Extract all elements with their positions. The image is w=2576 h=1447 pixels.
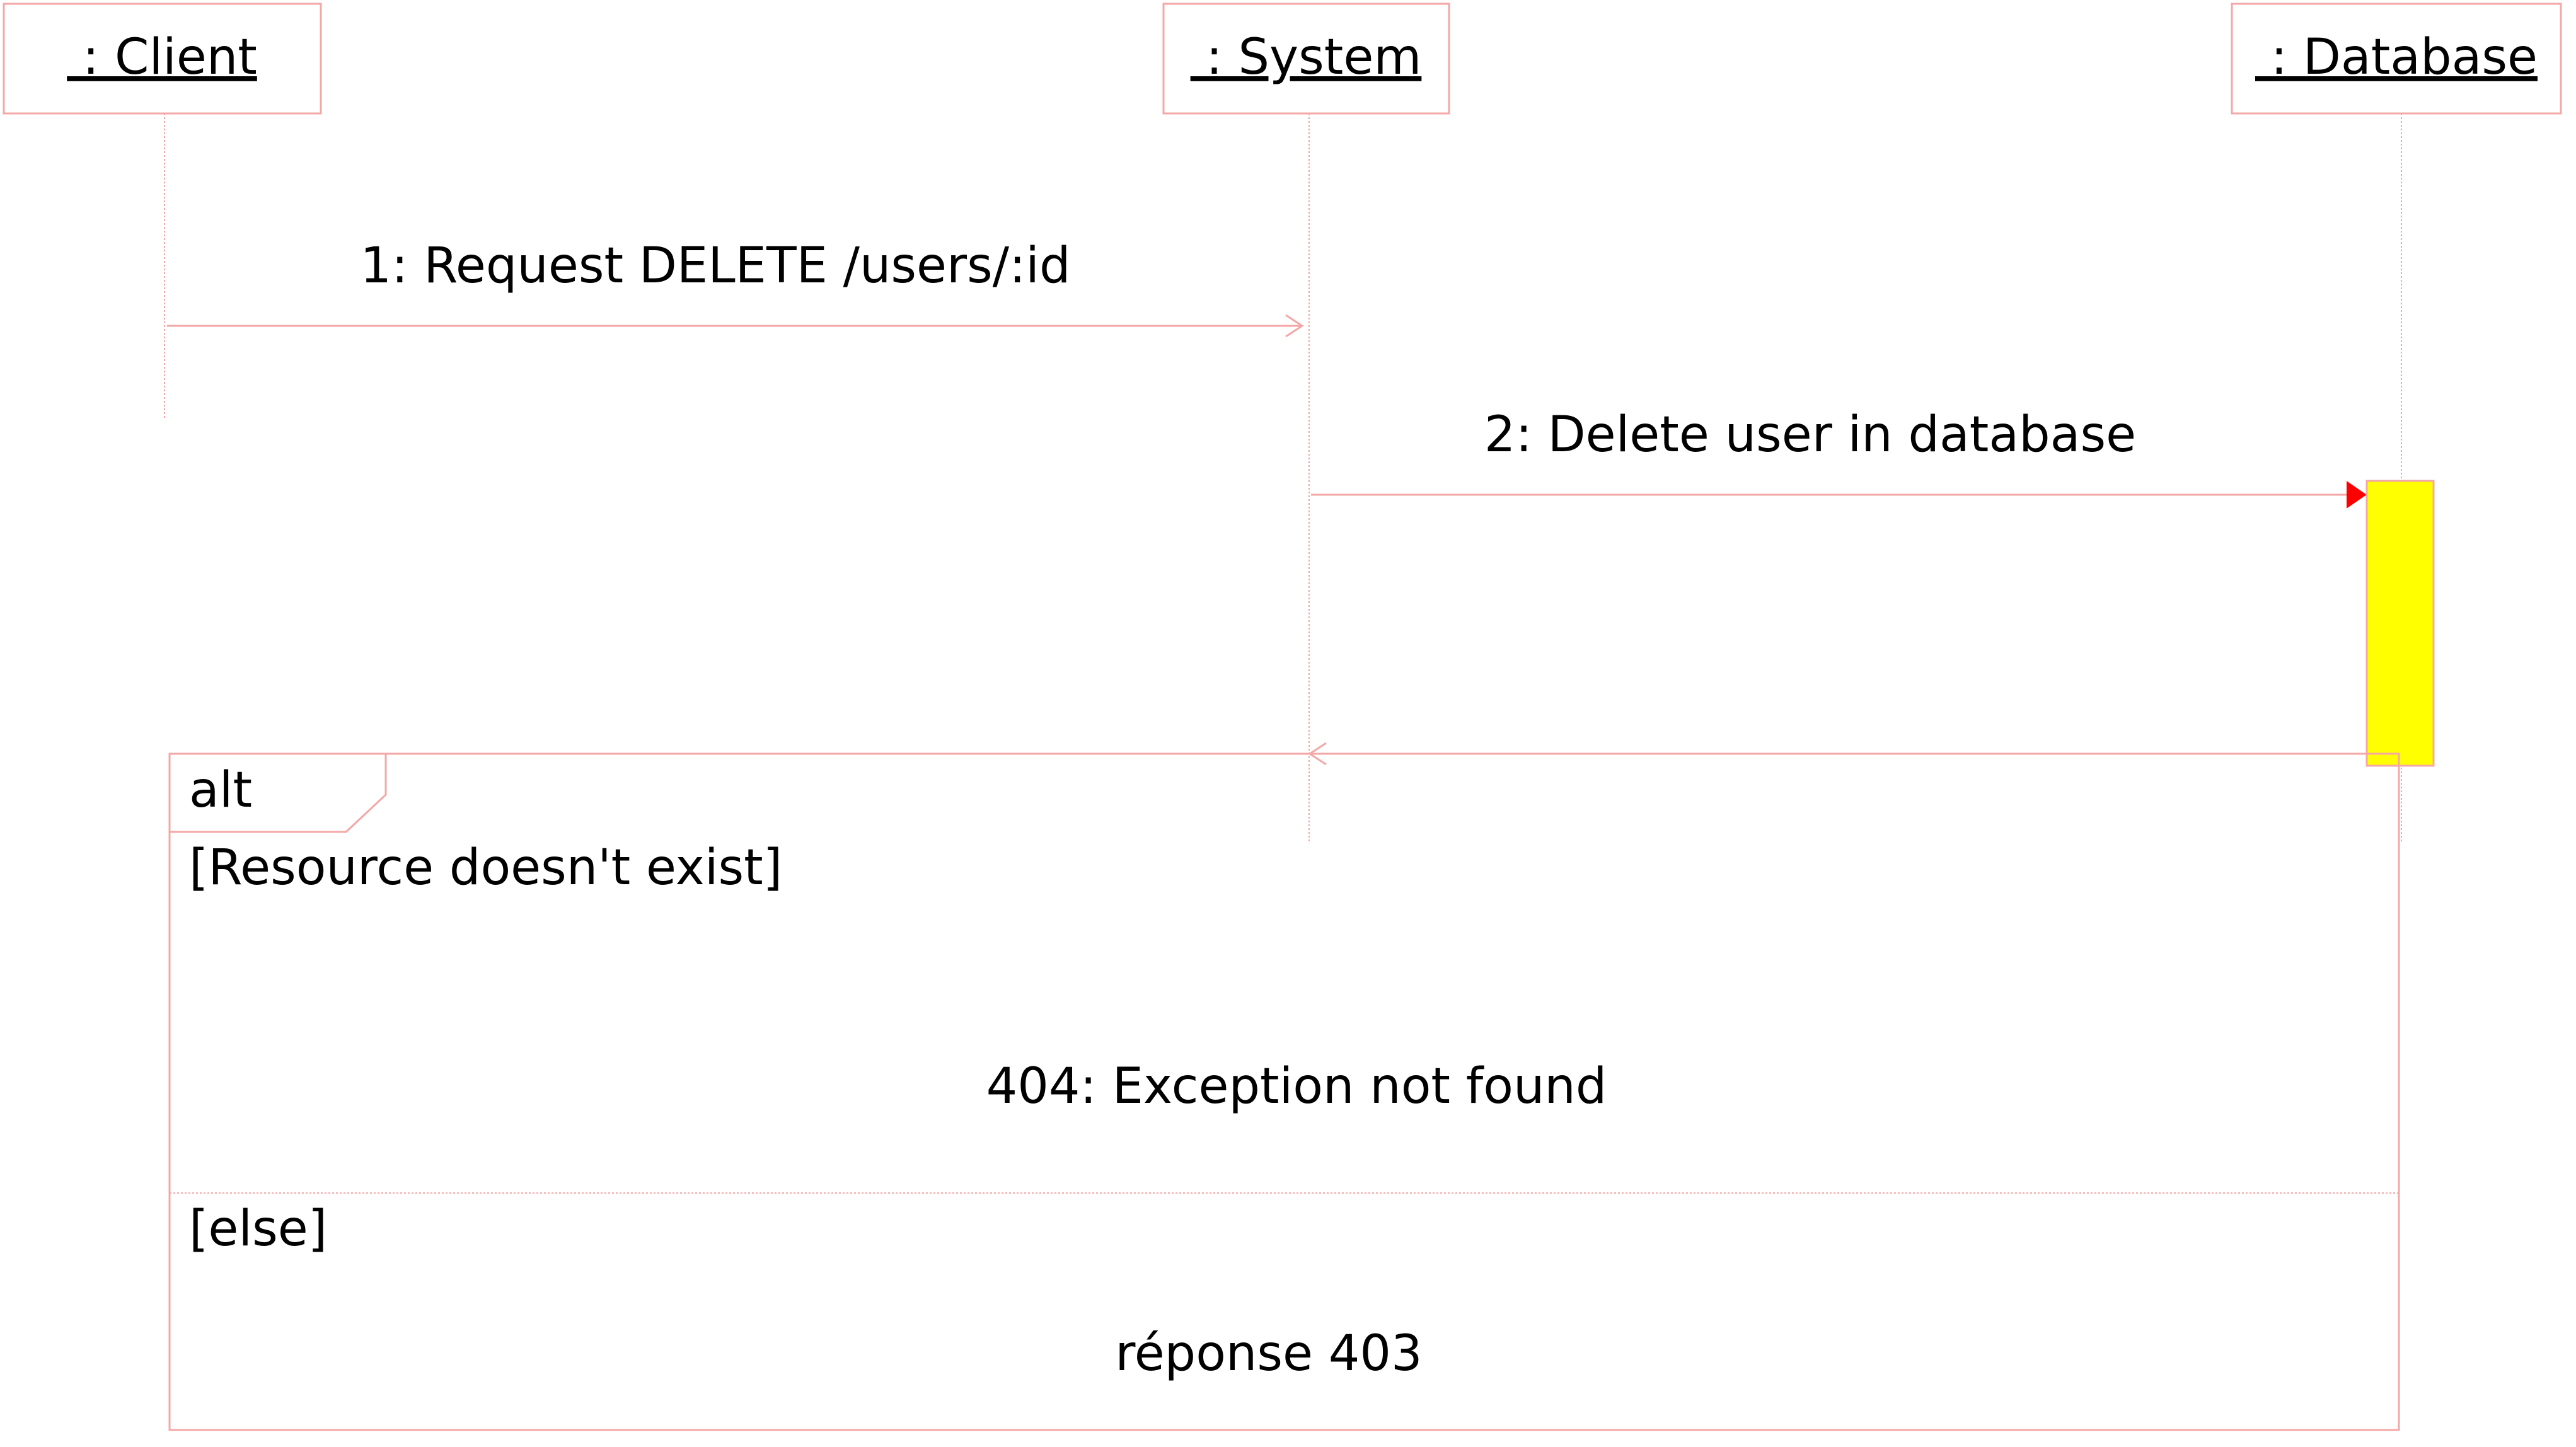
lifeline-client-label: : Client [67, 29, 257, 86]
lifeline-database-head [2231, 3, 2562, 115]
message-2-label: 2: Delete user in database [1484, 406, 2136, 463]
message-1-label: 1: Request DELETE /users/:id [361, 238, 1071, 294]
alt-operand-1-message: 404: Exception not found [986, 1058, 1607, 1115]
message-2-filled-arrowhead [2347, 481, 2367, 509]
alt-guard-2: [else] [189, 1201, 327, 1257]
lifeline-database[interactable]: : Database [2231, 3, 2562, 843]
alt-fragment-frame [168, 752, 2400, 1431]
message-1-open-arrowhead [1285, 314, 1304, 338]
lifeline-system-head [1162, 3, 1450, 115]
alt-operator-label: alt [189, 762, 252, 819]
lifeline-client-head [3, 3, 322, 115]
lifeline-database-label: : Database [2255, 29, 2538, 86]
database-activation-bar[interactable] [2365, 480, 2435, 767]
message-1[interactable]: 1: Request DELETE /users/:id [167, 238, 1304, 338]
lifeline-client[interactable]: : Client [3, 3, 322, 419]
message-2[interactable]: 2: Delete user in database [1311, 406, 2367, 509]
alt-operator-tab [170, 752, 387, 833]
alt-operand-2-message: réponse 403 [1115, 1325, 1422, 1382]
lifeline-system-label: : System [1191, 29, 1422, 86]
alt-guard-1: [Resource doesn't exist] [189, 839, 782, 896]
alt-fragment[interactable]: alt [Resource doesn't exist] 404: Except… [168, 752, 2400, 1431]
lifeline-system[interactable]: : System [1162, 3, 1450, 843]
